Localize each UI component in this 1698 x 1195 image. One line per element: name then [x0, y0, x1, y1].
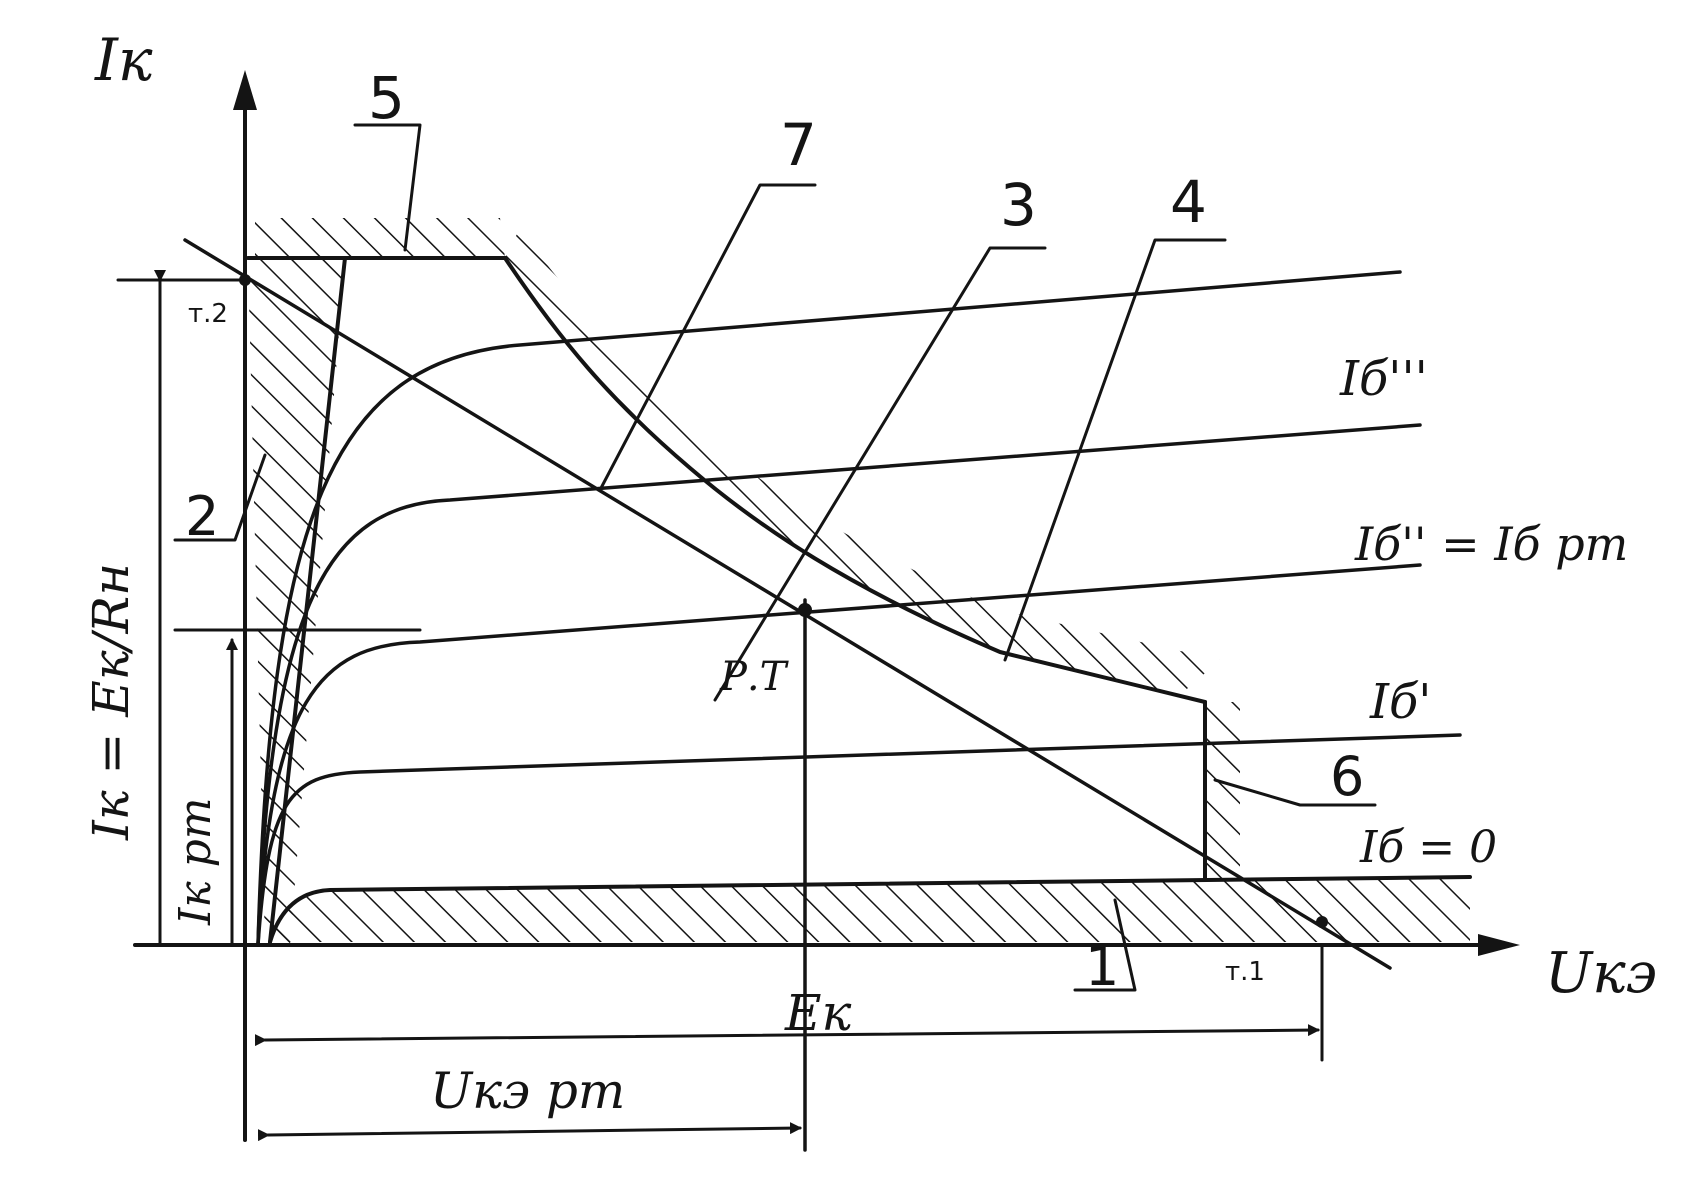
leader-3	[713, 246, 1047, 702]
label-operating-point: Р.Т	[719, 654, 790, 700]
leader-1	[1073, 898, 1137, 992]
x-axis-label: Uкэ	[1545, 941, 1657, 1006]
leader-5	[353, 123, 422, 252]
label-region-4: 4	[1170, 168, 1207, 236]
label-ik-sat: Iк = Eк/Rн	[82, 563, 140, 841]
label-ib-single: Iб'	[1369, 674, 1431, 730]
label-point-t1: т.1	[1225, 957, 1265, 987]
region-saturation-hatch	[248, 258, 345, 945]
cutoff-boundary	[268, 875, 1472, 944]
curve-ib-2-upper	[256, 423, 1422, 947]
hatched-regions	[248, 218, 1470, 945]
leader-lines	[173, 123, 1377, 992]
axes	[133, 70, 1520, 1142]
curve-ib-2	[256, 563, 1422, 947]
load-line	[183, 238, 1392, 970]
label-region-6: 6	[1330, 745, 1364, 808]
region-max-power-hatch	[505, 228, 1220, 695]
label-region-5: 5	[368, 64, 405, 132]
labels: Iк Uкэ Iб''' Iб'' = Iб рт Iб' Iб = 0 т.2…	[82, 26, 1657, 1120]
safe-area-boundary	[246, 256, 1472, 944]
leader-6	[1213, 778, 1377, 807]
characteristic-curves	[256, 270, 1462, 947]
leader-2	[173, 453, 267, 542]
ek-dimension	[254, 1024, 1320, 1047]
label-ek: Eк	[784, 984, 851, 1042]
label-region-1: 1	[1085, 935, 1119, 998]
point-t2-marker	[239, 274, 251, 286]
label-ik-rt: Iк рт	[170, 797, 221, 926]
leader-7	[598, 183, 817, 492]
curve-ib-1	[256, 733, 1462, 947]
y-axis-arrow-icon	[233, 70, 257, 110]
label-ib-double: Iб'' = Iб рт	[1354, 517, 1628, 571]
label-region-2: 2	[185, 485, 219, 548]
x-axis-arrow-icon	[1478, 934, 1520, 956]
region-cutoff-hatch	[270, 877, 1470, 942]
point-t1-marker	[1316, 916, 1328, 928]
operating-point-marker	[798, 603, 812, 617]
region-max-voltage-hatch	[1205, 702, 1240, 880]
curve-ib-3	[256, 270, 1402, 947]
uke-rt-dimension	[257, 1122, 802, 1142]
label-ib-zero: Iб = 0	[1359, 822, 1497, 873]
label-region-7: 7	[780, 111, 817, 179]
saturation-boundary	[268, 256, 347, 944]
region-max-current-hatch	[255, 218, 505, 258]
label-ib-triple: Iб'''	[1339, 351, 1428, 407]
label-point-t2: т.2	[188, 299, 228, 329]
label-region-3: 3	[1000, 171, 1037, 239]
dimension-lines	[116, 270, 1324, 1152]
label-uke-rt: Uкэ рт	[430, 1062, 625, 1120]
leader-4	[1003, 238, 1227, 662]
y-axis-label: Iк	[94, 26, 153, 94]
